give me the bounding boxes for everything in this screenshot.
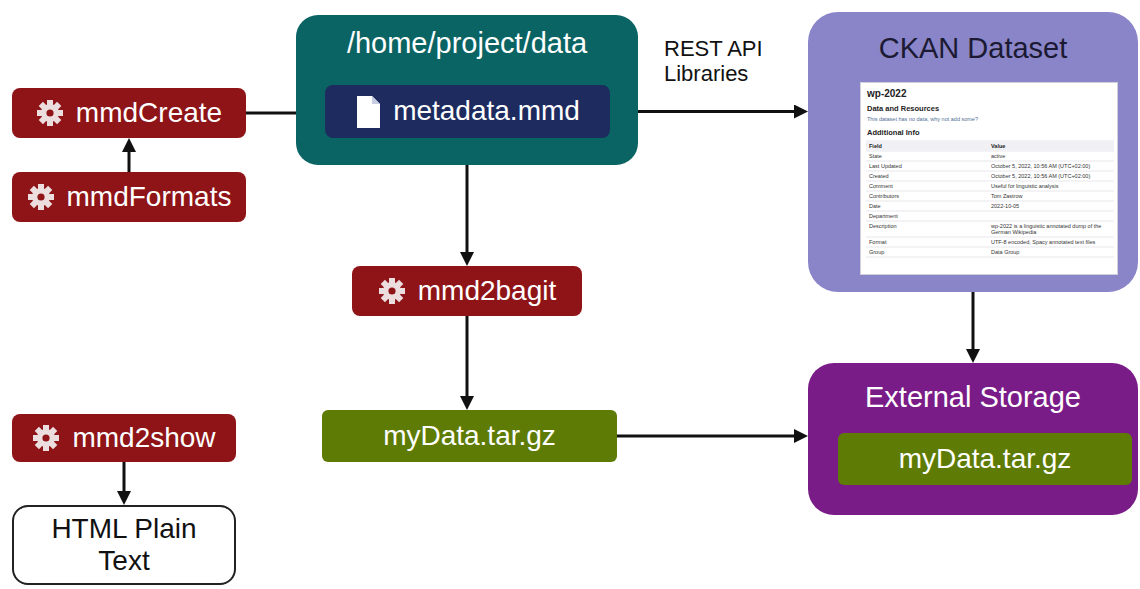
screenshot-text: Format <box>869 239 979 245</box>
tool-box: mmd2bagit <box>352 266 582 316</box>
box-label: myData.tar.gz <box>899 443 1072 475</box>
tool-box: mmdFormats <box>12 172 246 222</box>
box-label: mmdCreate <box>76 97 222 129</box>
screenshot-text: Department <box>869 213 979 219</box>
edge-label: REST API Libraries <box>664 36 782 87</box>
arrow-connector <box>972 292 975 355</box>
tool-box: mmdCreate <box>12 88 246 138</box>
panel-title: External Storage <box>808 381 1138 414</box>
screenshot-text: Useful for linguistic analysis <box>991 183 1115 189</box>
folder-box: /home/project/data metadata.mmd <box>296 15 638 165</box>
arrow-connector <box>123 462 126 497</box>
archive-box: myData.tar.gz <box>322 410 617 462</box>
arrow-connector <box>610 110 800 113</box>
screenshot-text: Comment <box>869 183 979 189</box>
screenshot-text: October 5, 2022, 10:56 AM (UTC+02:00) <box>991 173 1115 179</box>
arrow-connector <box>466 316 469 402</box>
arrow-connector <box>128 146 131 172</box>
gear-icon <box>27 183 55 211</box>
screenshot-text: wp-2022 <box>867 88 1087 100</box>
arrow-connector <box>466 165 469 258</box>
screenshot-text: Value <box>991 143 1115 149</box>
screenshot-text: October 5, 2022, 10:56 AM (UTC+02:00) <box>991 163 1115 169</box>
screenshot-text: 2022-10-05 <box>991 203 1115 209</box>
panel-title: /home/project/data <box>296 27 638 60</box>
box-label: mmd2show <box>72 422 215 454</box>
gear-icon <box>378 277 406 305</box>
storage-panel: External Storage myData.tar.gz <box>808 363 1138 515</box>
screenshot-text: Contributors <box>869 193 979 199</box>
screenshot-text: Description <box>869 223 979 229</box>
ckan-panel: CKAN Dataset wp-2022Data and ResourcesThi… <box>808 12 1138 292</box>
screenshot-text: Additional Info <box>867 129 1087 138</box>
arrow-connector <box>617 435 800 438</box>
archive-box: myData.tar.gz <box>838 433 1132 485</box>
screenshot: wp-2022Data and ResourcesThis dataset ha… <box>860 82 1118 275</box>
box-label: mmdFormats <box>67 181 232 213</box>
screenshot-text: Data Group <box>991 249 1115 255</box>
gear-icon <box>32 424 60 452</box>
box-label: mmd2bagit <box>418 275 557 307</box>
screenshot-text: Date <box>869 203 979 209</box>
screenshot-text: Field <box>869 143 979 149</box>
screenshot-text: Data and Resources <box>867 105 1087 114</box>
screenshot-text: Tom Zastrow <box>991 193 1115 199</box>
box-label: HTML Plain Text <box>49 513 199 577</box>
screenshot-text: State <box>869 153 979 159</box>
screenshot-text: active <box>991 153 1115 159</box>
screenshot-text: Group <box>869 249 979 255</box>
screenshot-text: wp-2022 is a linguistic annotated dump o… <box>991 223 1115 236</box>
screenshot-text: This dataset has no data, why not add so… <box>867 116 1111 122</box>
tool-box: mmd2show <box>12 414 236 462</box>
file-icon <box>355 95 381 129</box>
box-label: myData.tar.gz <box>383 420 556 452</box>
screenshot-text: Last Updated <box>869 163 979 169</box>
output-box: HTML Plain Text <box>12 505 236 585</box>
gear-icon <box>36 99 64 127</box>
box-label: metadata.mmd <box>393 95 580 127</box>
file-box: metadata.mmd <box>325 85 610 138</box>
screenshot-text: Created <box>869 173 979 179</box>
panel-title: CKAN Dataset <box>808 32 1138 65</box>
screenshot-text: UTF-8 encoded, Spacy annotated text file… <box>991 239 1115 245</box>
